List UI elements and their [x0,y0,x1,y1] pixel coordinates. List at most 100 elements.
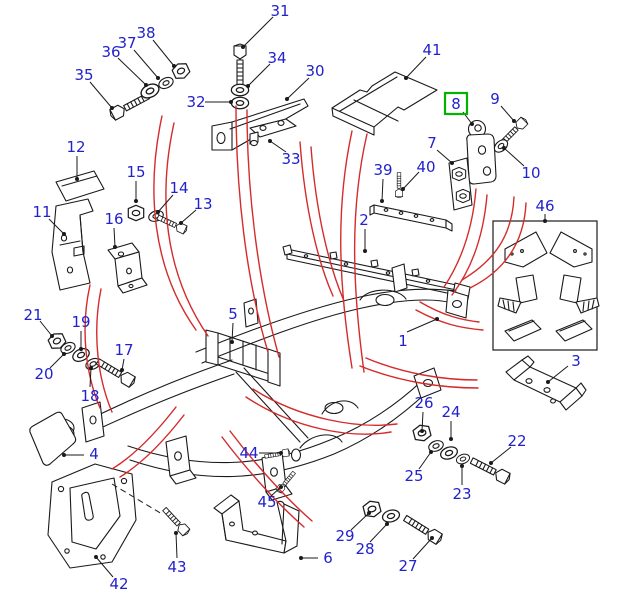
pointer-line-35 [89,81,113,109]
leader-curve-23 [96,288,113,413]
part-label-46[interactable]: 46 [535,197,554,215]
pointer-dot-39 [380,199,384,203]
pointer-dot-25 [429,450,433,454]
part-label-41[interactable]: 41 [422,41,441,59]
part-label-5[interactable]: 5 [228,305,238,323]
part-11-bracket-drawing [51,198,94,291]
part-label-43[interactable]: 43 [167,558,186,576]
pointer-dot-13 [179,221,183,225]
part-label-42[interactable]: 42 [109,575,128,593]
pointer-dot-43 [174,531,178,535]
part-label-2[interactable]: 2 [359,211,369,229]
part-label-10[interactable]: 10 [521,164,540,182]
part-label-13[interactable]: 13 [193,195,212,213]
pointer-dot-38 [172,64,176,68]
part-label-8[interactable]: 8 [451,95,461,113]
pointer-line-27 [412,537,433,560]
part-label-40[interactable]: 40 [416,158,435,176]
part-label-6[interactable]: 6 [323,549,333,567]
part-label-21[interactable]: 21 [23,306,42,324]
part-label-23[interactable]: 23 [452,485,471,503]
leader-curve-1 [165,122,209,337]
pointer-dot-26 [420,429,424,433]
part-label-22[interactable]: 22 [507,432,526,450]
leader-curve-10 [443,188,477,288]
part-32-washer-drawing [230,96,250,110]
leader-curve-20 [111,406,177,470]
pointer-line-39 [381,178,384,202]
pointer-line-25 [418,451,432,470]
part-7-plate-drawing [448,157,473,211]
part-label-33[interactable]: 33 [281,150,300,168]
part-23-washer-drawing [454,451,472,467]
part-label-16[interactable]: 16 [104,210,123,228]
part-33-plate-drawing [249,118,297,147]
part-label-3[interactable]: 3 [571,352,581,370]
part-label-7[interactable]: 7 [427,134,437,152]
part-label-18[interactable]: 18 [80,387,99,405]
part-label-28[interactable]: 28 [355,540,374,558]
part-label-12[interactable]: 12 [66,138,85,156]
part-label-17[interactable]: 17 [114,341,133,359]
part-label-26[interactable]: 26 [414,394,433,412]
part-label-36[interactable]: 36 [101,43,120,61]
part-label-38[interactable]: 38 [136,24,155,42]
part-label-31[interactable]: 31 [270,2,289,20]
part-3-channel-drawing [505,355,587,411]
part-label-25[interactable]: 25 [404,467,423,485]
pointer-dot-6 [299,556,303,560]
leader-curve-5 [310,146,345,302]
pointer-dot-12 [75,177,79,181]
part-label-29[interactable]: 29 [335,527,354,545]
part-label-32[interactable]: 32 [186,93,205,111]
part-label-24[interactable]: 24 [441,403,460,421]
pointer-line-33 [269,140,287,153]
part-label-9[interactable]: 9 [490,90,500,108]
pointer-dot-37 [156,76,160,80]
part-39-strip-drawing [369,204,453,232]
part-label-39[interactable]: 39 [373,161,392,179]
pointer-dot-40 [401,187,405,191]
pointer-dot-14 [156,210,160,214]
part-31-bolt-drawing [233,43,247,87]
part-label-11[interactable]: 11 [32,203,51,221]
leader-curve-13 [415,309,484,331]
pointer-line-42 [95,556,114,578]
pointer-line-37 [133,49,159,79]
part-label-37[interactable]: 37 [117,34,136,52]
pointer-line-5 [231,322,234,343]
part-label-44[interactable]: 44 [239,444,258,462]
part-label-30[interactable]: 30 [305,62,324,80]
part-label-1[interactable]: 1 [398,332,408,350]
leader-curve-7 [353,133,368,373]
pointer-line-34 [247,63,271,87]
part-label-45[interactable]: 45 [257,493,276,511]
part-label-34[interactable]: 34 [267,49,286,67]
pointer-dot-35 [110,106,114,110]
pointer-dot-1 [435,317,439,321]
pointer-dot-22 [489,461,493,465]
part-label-27[interactable]: 27 [398,557,417,575]
part-label-35[interactable]: 35 [74,66,93,84]
pointer-line-45 [270,486,282,497]
pointer-dot-7 [450,161,454,165]
pointer-line-22 [490,446,512,464]
part-29-nut-drawing [361,498,383,520]
part-label-4[interactable]: 4 [89,445,99,463]
leader-curve-18 [229,430,313,522]
part-12-plate-drawing [55,170,105,202]
part-label-15[interactable]: 15 [126,163,145,181]
pointer-dot-2 [363,249,367,253]
leader-curve-12 [419,301,480,323]
pointer-dot-24 [449,437,453,441]
part-label-19[interactable]: 19 [71,313,90,331]
pointer-dot-29 [367,511,371,515]
pointer-line-11 [48,218,65,235]
part-label-20[interactable]: 20 [34,365,53,383]
part-label-14[interactable]: 14 [169,179,188,197]
part-22-bolt-drawing [468,454,513,486]
part-44-cap-drawing [290,448,302,462]
pointer-dot-36 [144,83,148,87]
part-38-nut-drawing [170,60,192,82]
part-42-bracket-drawing [47,463,137,569]
